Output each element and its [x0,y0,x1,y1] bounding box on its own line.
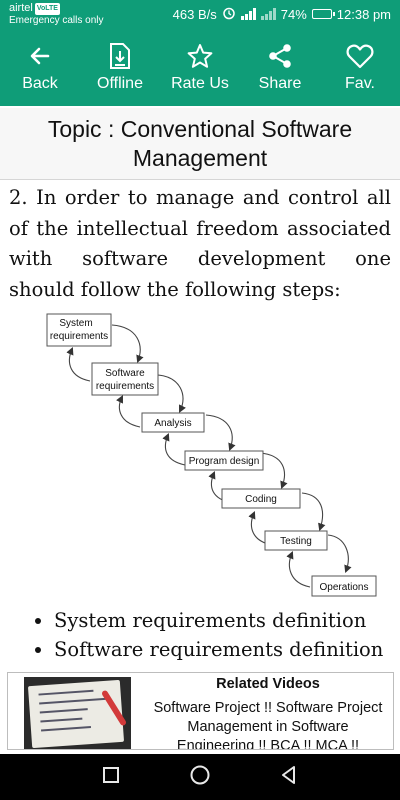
related-videos-card[interactable]: Related Videos Software Project !! Softw… [7,672,394,750]
home-button[interactable] [183,760,217,794]
system-nav-bar [0,754,400,800]
nav-back-button[interactable] [272,760,306,794]
forward-arrow-4 [259,452,288,490]
step-label-2b: requirements [96,381,154,392]
step-label-2a: Software [105,368,145,379]
forward-arrow-6 [327,534,352,574]
network-speed: 463 B/s [172,6,217,22]
signal-icon [240,8,256,20]
step-box-3 [141,412,205,433]
back-arrow-1 [66,346,91,382]
step-label-1a: System [59,318,92,329]
rate-us-label: Rate Us [171,75,229,92]
heart-icon [346,42,374,70]
step-label-3: Analysis [154,418,191,429]
step-label-6: Testing [280,536,312,547]
share-button[interactable]: Share [240,29,320,106]
star-icon [186,42,214,70]
back-arrow-3 [162,432,186,466]
back-label: Back [22,75,58,92]
offline-label: Offline [97,75,143,92]
volte-badge: VoLTE [34,3,60,15]
back-arrow-2 [116,395,141,428]
step-box-5 [221,488,301,509]
step-label-7: Operations [320,582,369,593]
related-videos-heading: Related Videos [216,676,320,692]
alarm-icon [222,6,236,23]
rate-us-button[interactable]: Rate Us [160,29,240,106]
step-box-6 [264,530,328,551]
list-item: Software requirements definition [54,635,383,664]
fav-label: Fav. [345,75,375,92]
triangle-back-icon [279,765,299,790]
step-label-5: Coding [245,494,277,505]
circle-icon [189,764,211,791]
bullet-list: System requirements definition Software … [36,606,383,664]
carrier-label: airtel [9,2,33,14]
step-box-4 [184,450,264,471]
forward-arrow-5 [301,492,326,532]
share-label: Share [258,75,302,92]
offline-button[interactable]: Offline [80,29,160,106]
download-file-icon [106,42,134,70]
step-box-2 [91,362,159,396]
recent-apps-button[interactable] [94,760,128,794]
back-arrow-6 [286,550,311,588]
back-button[interactable]: Back [0,29,80,106]
thumbnail-paper [27,679,125,749]
topic-title: Topic : Conventional Software Management [47,115,353,171]
related-video-title[interactable]: Software Project !! Software Project Man… [153,700,383,750]
top-toolbar: Back Offline Rate Us Share Fav. [0,29,400,106]
signal-2-icon [260,8,276,20]
waterfall-diagram: System requirements Software requirement… [46,313,377,597]
square-icon [102,766,120,789]
step-box-7 [311,575,377,597]
video-thumbnail[interactable] [24,677,131,749]
battery-icon [311,9,335,19]
content-area[interactable]: 2. In order to manage and control all of… [0,181,400,671]
battery-percent: 74% [280,6,307,22]
forward-arrow-3 [205,414,236,452]
step-label-4: Program design [189,456,260,467]
favorite-button[interactable]: Fav. [320,29,400,106]
step-label-1b: requirements [50,331,108,342]
status-indicators: 463 B/s 74% 12:38 pm [173,6,391,22]
topic-header: Topic : Conventional Software Management [0,108,400,180]
list-item: System requirements definition [54,606,383,635]
share-icon [266,42,294,70]
forward-arrow-1 [111,324,144,364]
content-paragraph: 2. In order to manage and control all of… [9,186,391,301]
arrow-left-icon [26,42,54,70]
emergency-text: Emergency calls only [9,15,104,26]
clock: 12:38 pm [336,6,391,22]
forward-arrow-2 [157,374,186,413]
step-box-1 [46,313,112,347]
